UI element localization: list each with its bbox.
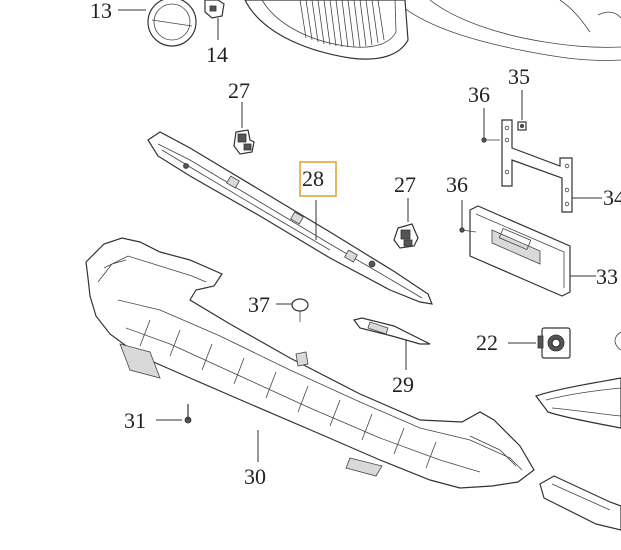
part-35-nut (517, 90, 527, 131)
callout-14: 14 (206, 42, 228, 67)
part-34-bracket (501, 119, 602, 213)
part-29-side-trim (352, 317, 431, 370)
callout-35: 35 (508, 64, 530, 89)
callout-27-right: 27 (394, 172, 416, 197)
part-36-screw-lower (459, 200, 477, 233)
callout-36-lower: 36 (446, 172, 468, 197)
part-33-license-plate-holder (469, 205, 596, 297)
callout-33: 33 (596, 264, 618, 289)
part-14-clip (204, 0, 225, 40)
part-27-clip-right (393, 198, 419, 249)
partial-trim-lower (539, 475, 621, 531)
callout-31: 31 (124, 408, 146, 433)
part-28-deflector (147, 131, 433, 305)
callout-30: 30 (244, 464, 266, 489)
callout-22: 22 (476, 330, 498, 355)
callout-36-upper: 36 (468, 82, 490, 107)
part-13-emblem (118, 0, 197, 47)
part-22-sensor (508, 327, 571, 359)
part-36-screw-upper (481, 108, 500, 143)
callout-28: 28 (302, 166, 324, 191)
front-bumper-cover (394, 0, 621, 61)
callout-13: 13 (90, 0, 112, 23)
partial-trim-upper (535, 377, 621, 429)
part-31-screw (156, 404, 192, 424)
callout-29: 29 (392, 372, 414, 397)
grille (244, 0, 409, 60)
callout-27-left: 27 (228, 78, 250, 103)
part-27-clip-left (233, 102, 255, 155)
part-30-splash-shield (85, 237, 535, 489)
partial-part-right-edge (614, 331, 621, 351)
callout-34: 34 (603, 185, 621, 210)
part-37-push-clip (276, 298, 309, 322)
callout-37: 37 (248, 292, 270, 317)
callout-28-highlight (299, 161, 337, 197)
